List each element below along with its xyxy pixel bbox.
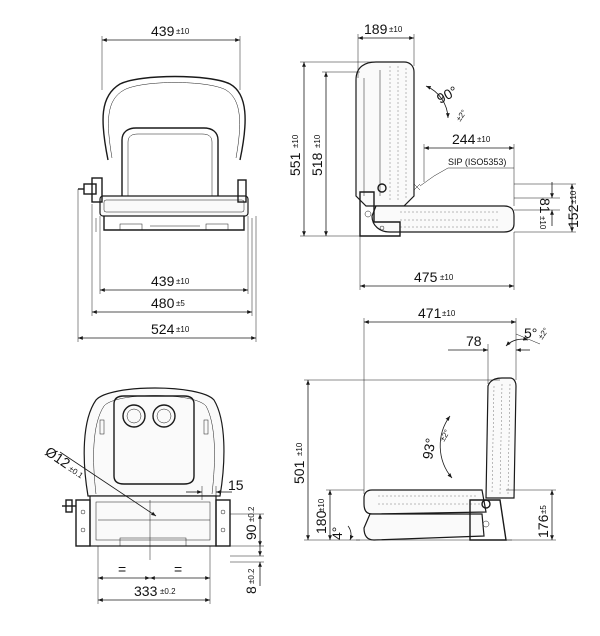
side-height-total-tol: ±10: [291, 134, 300, 148]
side-height-total: 551: [287, 152, 303, 176]
rear-rail-thickness-tol: ±0.2: [247, 568, 256, 584]
rear-eq-left: =: [118, 561, 126, 577]
sip-label: SIP (ISO5353): [448, 157, 506, 167]
tilt-seat-angle: 4°: [329, 527, 345, 540]
front-total-width: 524: [151, 321, 175, 337]
rear-rail-height: 90: [243, 524, 259, 540]
front-top-width: 439: [151, 23, 175, 39]
side-cushion-height: 152: [565, 204, 581, 228]
front-total-width-tol: ±10: [176, 325, 190, 334]
rear-rail-span-tol: ±0.2: [160, 587, 176, 596]
tilt-angle: 5°: [524, 325, 537, 341]
tilt-cushion: 176: [535, 514, 551, 538]
tilt-length: 471: [418, 305, 442, 321]
side-depth-top: 189: [364, 21, 388, 37]
rear-rail-span: 333: [134, 583, 158, 599]
front-seat-width-tol: ±10: [176, 277, 190, 286]
tilt-offset: 78: [466, 333, 482, 349]
side-seat-height: 81: [537, 198, 553, 214]
tilt-base-height: 180: [313, 510, 329, 534]
rear-view: Ø12 ±0.1 15 = = 333 ±0.2 90 ±0.2 8 ±0.2: [42, 387, 264, 604]
side-angle-tol: ±2°: [454, 108, 468, 123]
side-height-back: 518: [309, 152, 325, 176]
front-mid-width: 480: [151, 295, 175, 311]
tilt-angle-tol: ±2°: [536, 326, 550, 341]
side-angle: 90°: [434, 83, 460, 107]
rear-eq-right: =: [174, 561, 182, 577]
side-view-upright: 189 ±10 90° ±2° 244 ±10 SIP (ISO5353) 55…: [287, 21, 581, 290]
rear-offset: 15: [228, 477, 244, 493]
tilt-length-tol: ±10: [442, 309, 456, 318]
side-view-tilted: 471 ±10 5° ±2° 78 93° ±2° 501 ±10 180 ±1…: [291, 305, 556, 541]
tilt-base-height-tol: ±10: [317, 498, 326, 512]
rear-rail-thickness: 8: [243, 586, 259, 594]
side-seat-height-tol: ±10: [538, 216, 547, 230]
front-top-width-tol: ±10: [176, 27, 190, 36]
side-sip-depth: 244: [452, 131, 476, 147]
tilt-height: 501: [291, 460, 307, 484]
front-seat-width: 439: [151, 273, 175, 289]
tilt-back-angle-tol: ±2°: [438, 428, 452, 443]
side-sip-depth-tol: ±10: [477, 135, 491, 144]
front-mid-width-tol: ±5: [176, 299, 185, 308]
tilt-cushion-tol: ±5: [539, 505, 548, 514]
side-depth-top-tol: ±10: [389, 25, 403, 34]
side-cushion-height-tol: ±10: [569, 190, 578, 204]
tilt-height-tol: ±10: [295, 442, 304, 456]
side-height-back-tol: ±10: [313, 134, 322, 148]
side-length-total-tol: ±10: [440, 273, 454, 282]
side-length-total: 475: [414, 269, 438, 285]
tilt-back-angle: 93°: [419, 437, 438, 461]
front-view: 439 ±10 439 ±10 480 ±5 524 ±10: [77, 23, 257, 342]
rear-rail-height-tol: ±0.2: [247, 506, 256, 522]
